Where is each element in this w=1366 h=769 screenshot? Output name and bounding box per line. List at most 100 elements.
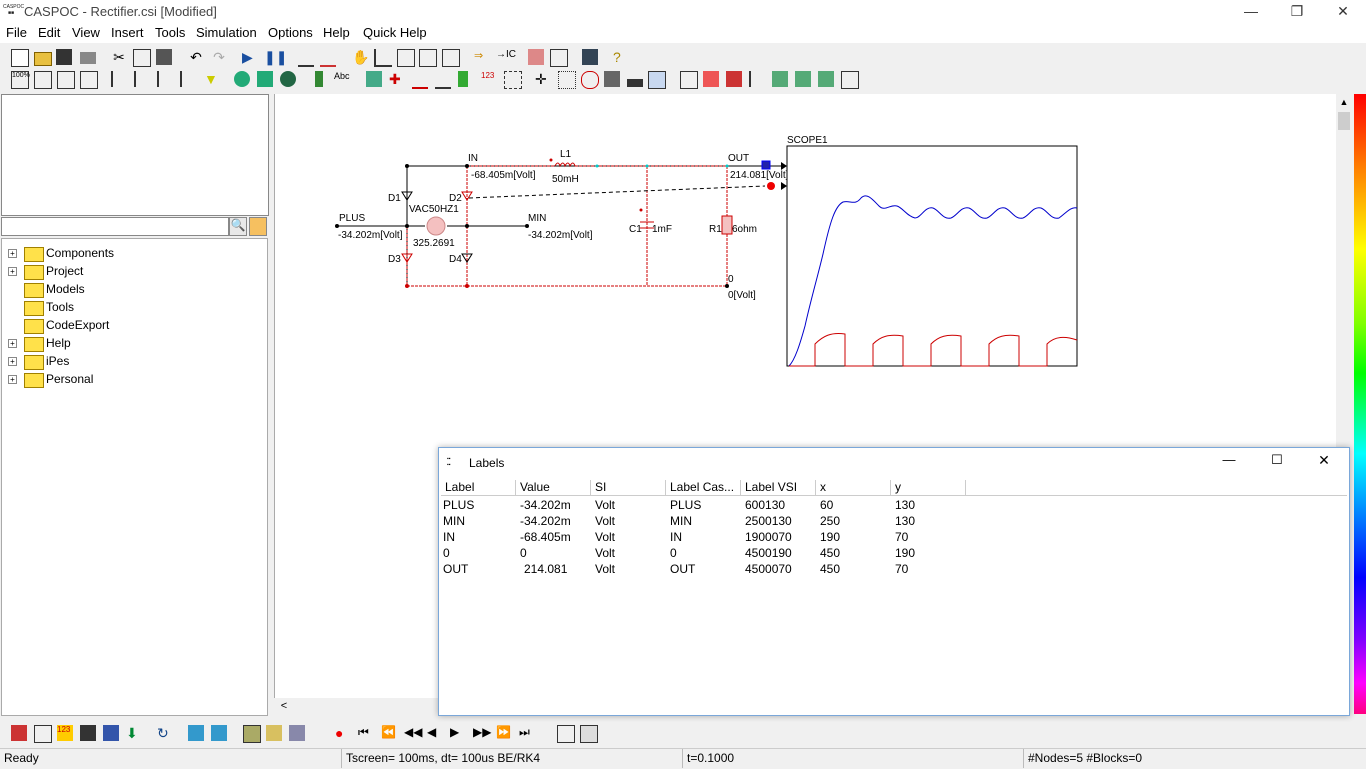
align-center-icon[interactable] (134, 71, 152, 87)
distribute-icon[interactable] (180, 71, 198, 87)
arrow-flow-icon[interactable] (435, 71, 451, 89)
align-left-icon[interactable] (111, 71, 129, 87)
crosshair-icon[interactable]: ✛ (535, 71, 547, 87)
bar-graph-icon[interactable] (648, 71, 666, 89)
link-icon[interactable] (582, 49, 598, 65)
menu-tools[interactable]: Tools (155, 25, 186, 40)
zoom-100-icon[interactable]: 100% (11, 71, 30, 89)
table-row[interactable]: 0 0 Volt 0 4500190 450 190 (443, 546, 916, 560)
expand-icon[interactable]: + (8, 339, 17, 348)
table-row[interactable]: MIN -34.202m Volt MIN 2500130 250 130 (443, 514, 916, 528)
image-icon[interactable] (243, 725, 261, 743)
windows-icon[interactable] (580, 725, 598, 743)
sort-icon[interactable] (749, 71, 767, 87)
labels-close-button[interactable]: ✕ (1318, 452, 1330, 468)
column-header-label-vsi[interactable]: Label VSI (741, 480, 816, 495)
menu-quick-help[interactable]: Quick Help (363, 25, 427, 40)
column-header-value[interactable]: Value (516, 480, 591, 495)
fast-forward-icon[interactable]: ⏩ (496, 725, 511, 739)
column-header-x[interactable]: x (816, 480, 891, 495)
menu-file[interactable]: File (6, 25, 27, 40)
record-icon[interactable]: ● (335, 725, 344, 741)
list-icon[interactable] (419, 49, 437, 67)
wand-icon[interactable] (289, 725, 305, 741)
meter-icon[interactable] (604, 71, 620, 87)
clock-icon[interactable] (581, 71, 599, 89)
network-icon[interactable] (188, 725, 204, 741)
document-icon[interactable] (34, 725, 52, 743)
scroll-thumb[interactable] (1338, 112, 1350, 130)
diode-d4[interactable] (461, 253, 473, 263)
select-all-icon[interactable] (680, 71, 698, 89)
print-icon[interactable] (80, 52, 96, 64)
arrow-right-icon[interactable] (412, 71, 428, 89)
ac-source[interactable] (426, 216, 446, 236)
minimize-button[interactable]: — (1244, 3, 1258, 19)
refresh-icon[interactable]: ↻ (157, 725, 169, 741)
copy-icon[interactable] (133, 49, 151, 67)
chip-icon[interactable] (772, 71, 788, 87)
skip-start-icon[interactable]: ⏮ (358, 725, 369, 739)
menu-view[interactable]: View (72, 25, 100, 40)
chip-2-icon[interactable] (795, 71, 811, 87)
menu-edit[interactable]: Edit (38, 25, 61, 40)
line-tool-icon[interactable] (320, 49, 336, 67)
library-icon[interactable] (726, 71, 742, 87)
column-header-label[interactable]: Label (441, 480, 516, 495)
expand-icon[interactable]: + (8, 267, 17, 276)
properties-icon[interactable] (442, 49, 460, 67)
export-icon[interactable]: ⇒ (474, 50, 484, 62)
step-back-icon[interactable]: ◀ (427, 725, 437, 739)
play-icon[interactable]: ▶ (450, 725, 460, 739)
play-icon[interactable]: ▶ (242, 49, 253, 65)
probe-icon[interactable] (315, 71, 323, 87)
undo-icon[interactable]: ↶ (190, 49, 202, 65)
labels-maximize-button[interactable]: ☐ (1271, 452, 1283, 467)
battery-icon[interactable] (627, 79, 643, 87)
resistor-r1[interactable] (721, 215, 733, 235)
skip-end-icon[interactable]: ⏭ (519, 725, 530, 739)
labels-minimize-button[interactable]: — (1222, 452, 1236, 467)
counter-icon[interactable]: 123 (481, 71, 495, 80)
restore-button[interactable]: ❐ (1290, 3, 1304, 19)
column-header-label-caspoc[interactable]: Label Cas... (666, 480, 741, 495)
component-icon[interactable] (397, 49, 415, 67)
table-row[interactable]: PLUS -34.202m Volt PLUS 600130 60 130 (443, 498, 916, 512)
hand-icon[interactable]: ✋ (352, 49, 370, 65)
expand-icon[interactable]: + (8, 357, 17, 366)
expand-icon[interactable]: + (8, 375, 17, 384)
globe-icon[interactable] (234, 71, 250, 87)
filter-icon[interactable]: ▼ (204, 71, 218, 87)
chip-icon[interactable] (103, 725, 119, 741)
grid-view-icon[interactable] (80, 725, 96, 741)
tools-icon[interactable] (504, 71, 522, 89)
text-label-icon[interactable]: Abc (334, 71, 350, 81)
diode-d3[interactable] (401, 253, 413, 263)
settings-icon[interactable] (528, 49, 544, 65)
network-icon[interactable] (257, 71, 273, 87)
menu-insert[interactable]: Insert (111, 25, 144, 40)
zoom-height-icon[interactable] (80, 71, 98, 89)
scope-display[interactable] (786, 145, 1078, 367)
pause-icon[interactable]: ❚❚ (264, 49, 288, 65)
step-forward-icon[interactable]: ▶▶ (473, 725, 492, 739)
table-icon[interactable] (841, 71, 859, 89)
node-icon[interactable]: ✚ (389, 71, 401, 87)
table-row[interactable]: IN -68.405m Volt IN 1900070 190 70 (443, 530, 909, 544)
menu-options[interactable]: Options (268, 25, 313, 40)
scope-plot-icon[interactable] (374, 49, 392, 67)
column-header-si[interactable]: SI (591, 480, 666, 495)
inductor-l1[interactable] (554, 162, 576, 168)
table-row[interactable]: OUT 214.081 Volt OUT 4500070 450 70 (443, 562, 909, 576)
switch-icon[interactable] (458, 71, 468, 87)
wire-tool-icon[interactable] (298, 49, 314, 67)
diode-d1[interactable] (401, 191, 413, 201)
paste-icon[interactable] (156, 49, 172, 65)
help-icon[interactable]: ? (613, 49, 621, 65)
chip-3-icon[interactable] (818, 71, 834, 87)
scroll-left-icon[interactable]: < (280, 700, 288, 712)
search-options-icon[interactable] (249, 217, 267, 236)
ic-icon[interactable]: →IC (496, 49, 516, 60)
menu-simulation[interactable]: Simulation (196, 25, 257, 40)
new-file-icon[interactable] (11, 49, 29, 67)
